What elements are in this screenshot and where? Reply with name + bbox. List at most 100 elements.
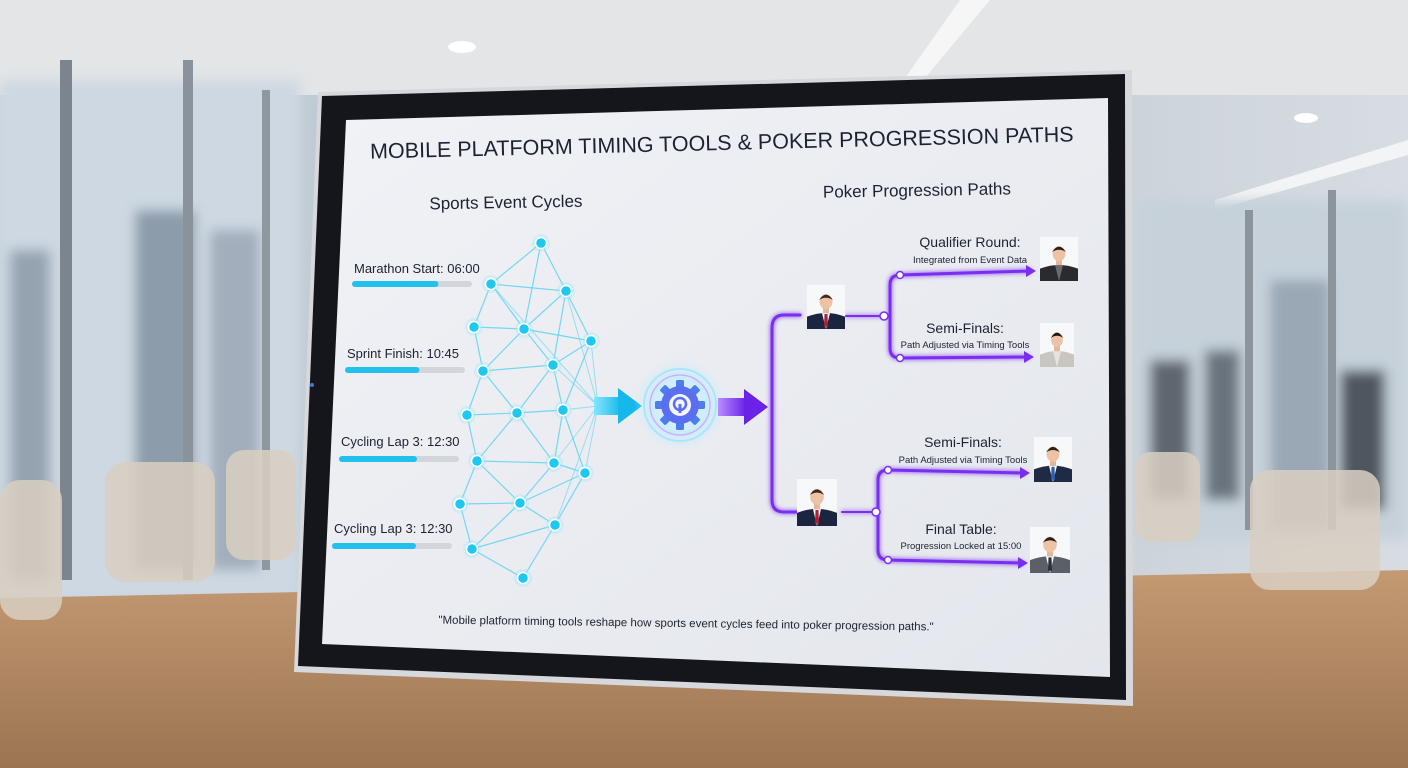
person-avatar — [807, 285, 845, 329]
network-edge — [519, 472, 586, 504]
network-node — [458, 406, 476, 424]
network-edge — [471, 548, 524, 579]
network-edge — [523, 290, 567, 330]
gear-icon — [634, 359, 726, 451]
person-avatar — [797, 479, 837, 526]
network-edge — [459, 502, 521, 505]
person-avatar — [1040, 323, 1074, 367]
event-label-4: Cycling Lap 3: 12:30 — [334, 521, 453, 536]
progress-fill-2 — [345, 367, 420, 373]
network-edge — [466, 414, 478, 462]
network-edge — [565, 290, 599, 407]
event-label-1: Marathon Start: 06:00 — [354, 261, 480, 276]
network-edge — [540, 242, 567, 292]
player-avatars — [797, 237, 1078, 573]
sports-event-network — [451, 234, 600, 587]
bracket-arrowheads — [1018, 265, 1036, 569]
network-node — [468, 452, 486, 470]
network-edge — [562, 409, 586, 474]
network-edge — [523, 328, 554, 366]
network-node — [545, 454, 563, 472]
network-edge — [519, 462, 555, 504]
network-node — [465, 318, 483, 336]
network-edge — [466, 370, 484, 416]
network-edge — [459, 460, 478, 505]
qualifier-subtitle: Integrated from Event Data — [913, 255, 1028, 266]
person-avatar — [1040, 237, 1078, 281]
network-edge — [522, 524, 556, 579]
person-avatar — [1034, 437, 1072, 482]
progress-fill-3 — [339, 456, 417, 462]
network-edge — [519, 502, 556, 526]
network-edge — [490, 283, 567, 292]
progress-fill-4 — [332, 543, 416, 549]
network-edge — [552, 290, 567, 366]
event-label-2: Sprint Finish: 10:45 — [347, 346, 459, 361]
left-heading: Sports Event Cycles — [429, 192, 582, 214]
network-node — [544, 356, 562, 374]
network-edge — [471, 524, 556, 550]
network-node — [576, 464, 594, 482]
network-edge — [466, 412, 518, 416]
network-edge — [553, 409, 564, 464]
semifinal-bottom-subtitle: Path Adjusted via Timing Tools — [899, 455, 1028, 466]
right-heading: Poker Progression Paths — [823, 179, 1011, 201]
person-avatar — [1030, 527, 1070, 573]
arrow-right-icon — [1024, 351, 1034, 363]
network-node — [582, 332, 600, 350]
network-edge — [554, 472, 586, 526]
network-node — [514, 569, 532, 587]
bracket-nodes — [871, 270, 905, 565]
network-edge — [471, 502, 521, 550]
network-edge — [523, 242, 542, 330]
network-edge — [565, 290, 592, 342]
network-node — [474, 362, 492, 380]
semifinal-top-subtitle: Path Adjusted via Timing Tools — [901, 340, 1030, 351]
network-node — [546, 516, 564, 534]
network-edge — [584, 405, 599, 474]
network-node — [557, 282, 575, 300]
final-table-subtitle: Progression Locked at 15:00 — [901, 541, 1022, 552]
network-edge — [482, 370, 518, 414]
network-node — [515, 320, 533, 338]
arrow-right-icon — [594, 388, 642, 424]
event-label-3: Cycling Lap 3: 12:30 — [341, 434, 460, 449]
network-edge — [490, 242, 542, 285]
network-edge — [482, 328, 525, 372]
network-node — [532, 234, 550, 252]
progress-fill-1 — [352, 281, 439, 287]
network-edge — [562, 340, 592, 411]
network-edge — [476, 412, 518, 462]
network-edge — [552, 364, 564, 411]
qualifier-title: Qualifier Round: — [919, 234, 1020, 250]
network-edge — [459, 503, 473, 550]
network-edge — [590, 340, 599, 407]
network-edge — [473, 326, 525, 330]
network-node — [451, 495, 469, 513]
network-node — [511, 494, 529, 512]
network-node — [554, 401, 572, 419]
network-node — [482, 275, 500, 293]
arrow-right-icon — [1020, 467, 1030, 479]
network-edge — [490, 283, 599, 407]
network-edge — [516, 364, 554, 414]
network-edge — [476, 460, 555, 464]
event-progress-bars — [332, 281, 472, 549]
network-edge — [473, 283, 492, 328]
arrow-right-icon — [1026, 265, 1036, 277]
arrow-right-icon — [718, 389, 768, 425]
network-node — [463, 540, 481, 558]
network-edge — [552, 340, 592, 366]
diagram: MOBILE PLATFORM TIMING TOOLS & POKER PRO… — [332, 122, 1078, 633]
network-edge — [553, 405, 599, 464]
semifinal-top-title: Semi-Finals: — [926, 320, 1004, 336]
arrow-right-icon — [1018, 557, 1028, 569]
network-edge — [482, 364, 554, 372]
network-edge — [516, 409, 564, 414]
network-edge — [473, 326, 484, 372]
network-edge — [552, 364, 599, 407]
network-edge — [516, 412, 555, 464]
network-edge — [554, 405, 599, 526]
network-node — [508, 404, 526, 422]
